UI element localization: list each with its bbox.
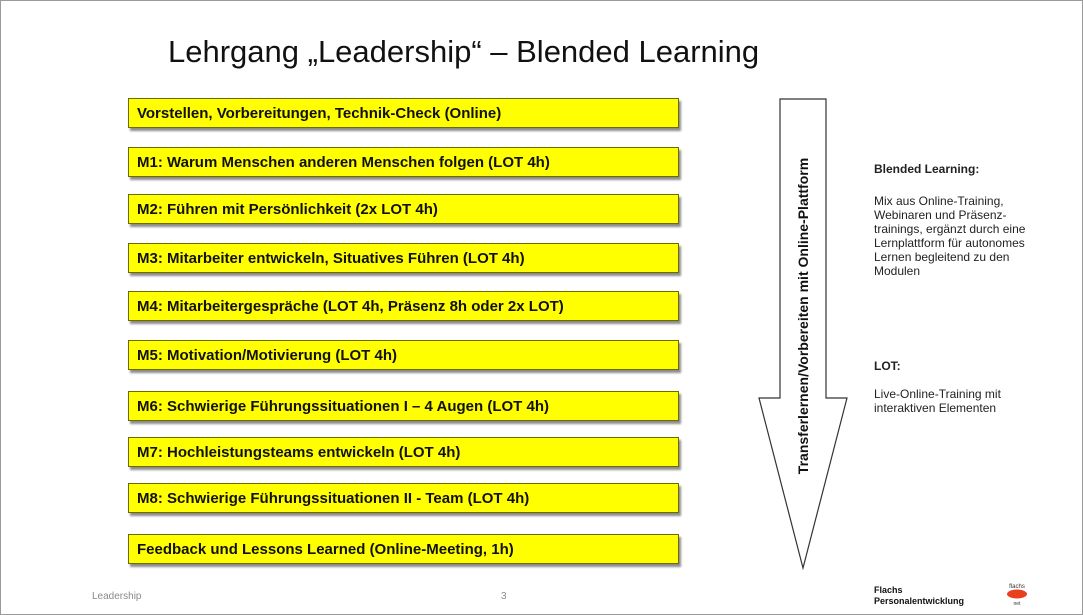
module-intro: Vorstellen, Vorbereitungen, Technik-Chec… (128, 98, 679, 128)
transfer-arrow: Transferlernen/Vorbereiten mit Online-Pl… (757, 98, 849, 570)
page-number: 3 (501, 591, 507, 602)
lot-heading: LOT: (874, 359, 901, 373)
svg-text:flachs: flachs (1009, 584, 1025, 590)
module-m7: M7: Hochleistungsteams entwickeln (LOT 4… (128, 437, 679, 467)
module-m8: M8: Schwierige Führungssituationen II - … (128, 483, 679, 513)
lot-text: Live-Online-Training mit interaktiven El… (874, 387, 1001, 415)
module-feedback: Feedback und Lessons Learned (Online-Mee… (128, 534, 679, 564)
company-name: Flachs Personalentwicklung (874, 585, 964, 607)
down-arrow-icon (758, 98, 848, 570)
module-m6: M6: Schwierige Führungssituationen I – 4… (128, 391, 679, 421)
slide-title: Lehrgang „Leadership“ – Blended Learning (168, 34, 760, 69)
svg-text:net: net (1014, 601, 1022, 607)
module-m1: M1: Warum Menschen anderen Menschen folg… (128, 147, 679, 177)
company-name-line1: Flachs (874, 585, 903, 595)
footer-label: Leadership (92, 591, 142, 602)
flachs-logo-icon: flachs net (1007, 584, 1027, 607)
module-m2: M2: Führen mit Persönlichkeit (2x LOT 4h… (128, 194, 679, 224)
company-name-line2: Personalentwicklung (874, 596, 965, 606)
blended-learning-text: Mix aus Online-Training, Webinaren und P… (874, 194, 1026, 278)
module-m4: M4: Mitarbeitergespräche (LOT 4h, Präsen… (128, 291, 679, 321)
blended-learning-heading: Blended Learning: (874, 162, 980, 176)
arrow-label: Transferlernen/Vorbereiten mit Online-Pl… (795, 157, 811, 475)
module-m5: M5: Motivation/Motivierung (LOT 4h) (128, 340, 679, 370)
module-m3: M3: Mitarbeiter entwickeln, Situatives F… (128, 243, 679, 273)
